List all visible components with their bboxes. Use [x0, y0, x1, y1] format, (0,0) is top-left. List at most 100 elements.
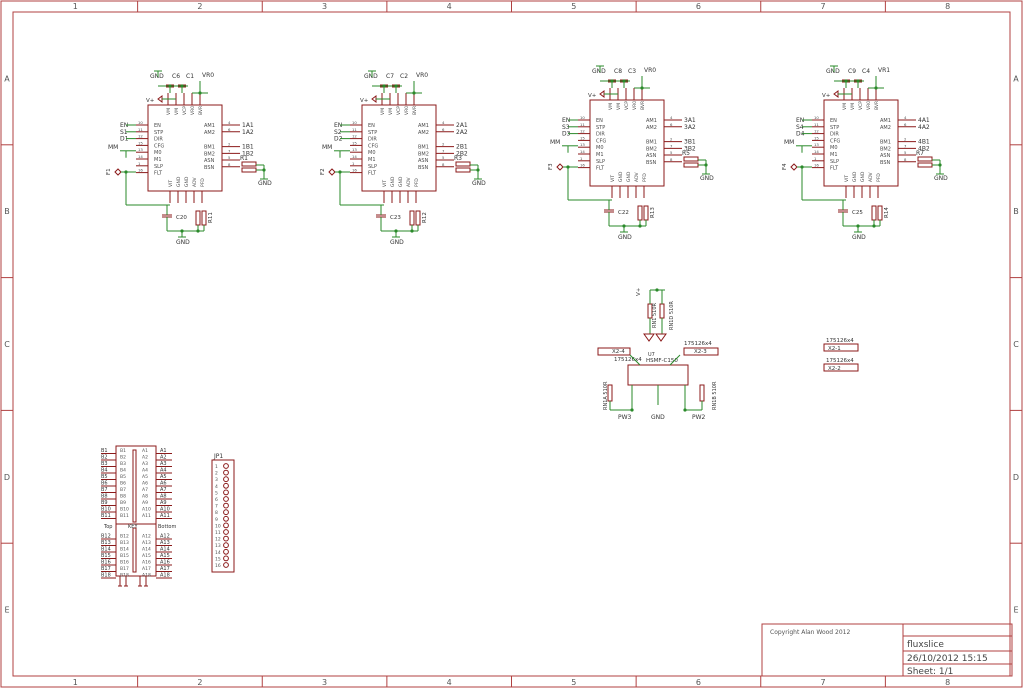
gnd-label: GND [390, 239, 404, 246]
column-label-top: 2 [197, 2, 202, 11]
row-label-left: A [4, 74, 10, 83]
input-net-label: D1 [120, 136, 129, 143]
pin-number: 4 [670, 115, 673, 120]
flag-symbol [328, 168, 336, 176]
input-net-label: EN [796, 117, 804, 124]
pin-label-left: M0 [830, 145, 838, 151]
gnd-label: GND [934, 175, 948, 182]
pin-label-right: ASN [880, 153, 891, 159]
pin-number: 4 [228, 120, 231, 125]
pin-label-right: BM1 [646, 140, 657, 146]
pin-label-right: BM1 [204, 145, 215, 151]
pin-label-left: EN [596, 118, 603, 124]
column-label-bottom: 5 [571, 678, 576, 687]
resistor-label: R14 [884, 207, 890, 218]
junction-dot [856, 79, 860, 83]
connector-symbol [823, 343, 859, 352]
copyright-text: Copyright Alan Wood 2012 [770, 629, 850, 636]
junction-dot [800, 165, 804, 169]
vr-label: VR1 [878, 67, 890, 74]
pin-label-top: BVR [198, 106, 204, 115]
resistor-symbol [917, 162, 933, 168]
pin-number: 14 [580, 149, 585, 154]
pin-number: 11 [352, 127, 357, 132]
pin-label-right: AM1 [880, 118, 891, 124]
pin-number: 10 [580, 115, 585, 120]
input-net-label: S1 [120, 129, 128, 136]
resistor-symbol [659, 303, 665, 319]
pin-number: 8 [228, 162, 231, 167]
gnd-label: GND [618, 234, 632, 241]
pin-label-top: BVR [874, 101, 880, 110]
column-label-bottom: 8 [945, 678, 950, 687]
input-net-label: S4 [796, 124, 804, 131]
sheet-number: Sheet: 1/1 [907, 667, 953, 677]
junction-dot [168, 84, 172, 88]
junction-dot [410, 229, 414, 233]
pin-number: 4 [904, 115, 907, 120]
edge-pin-left: B11 [101, 513, 111, 519]
header-label: JP1 [213, 453, 223, 460]
pin-label-bottom: ADV [192, 177, 198, 187]
output-net-label: 4A2 [918, 124, 930, 131]
resistor-label: RN1D 510R [669, 301, 675, 330]
edge-pin-inner: A2 [142, 455, 148, 461]
vplus-label: V+ [588, 93, 597, 99]
edge-pin-inner: B5 [120, 474, 126, 480]
edge-pin-inner: B3 [120, 461, 126, 467]
pin-number: 14 [352, 154, 357, 159]
pin-label-right: BM2 [418, 151, 429, 157]
gnd-label: GND [852, 234, 866, 241]
edge-pin-left: B6 [101, 481, 108, 487]
pin-label-top: VM [850, 103, 856, 110]
driver-block-1: EN10STP11DIR12CFG15M013M114SLP1FLT16AM14… [106, 70, 272, 246]
row-label-left: E [4, 606, 9, 615]
pin-number: 13 [580, 142, 585, 147]
edge-pin-inner: A7 [142, 487, 148, 493]
bottom-label: Bottom [158, 524, 176, 530]
pin-label-left: EN [154, 123, 161, 129]
output-net-label: 4B1 [918, 139, 930, 146]
pin-label-right: ASN [646, 153, 657, 159]
pin-label-bottom: ADV [634, 172, 640, 182]
pin-label-right: BSN [418, 165, 429, 171]
junction-dot [622, 224, 626, 228]
resistor-symbol [455, 167, 471, 173]
pin-label-bottom: VIT [844, 175, 850, 182]
edge-pin-inner: B15 [120, 553, 129, 559]
connector-label: X2-1 [828, 346, 841, 352]
pin-label-right: ASN [418, 158, 429, 164]
junction-dot [196, 229, 200, 233]
capacitor-label: C1 [186, 73, 194, 80]
pin-label-left: FLT [596, 166, 605, 172]
header-pin [223, 562, 229, 568]
junction-dot [394, 229, 398, 233]
vplus-label: V+ [636, 287, 642, 296]
gnd-symbol-label: GND [592, 68, 606, 75]
output-net-label: 2B1 [456, 144, 468, 151]
edge-pin-inner: B17 [120, 566, 129, 572]
pin-label-top: VR0 [190, 106, 196, 115]
edge-pin-inner: A9 [142, 500, 148, 506]
column-label-bottom: 1 [73, 678, 78, 687]
pin-label-bottom: ADV [868, 172, 874, 182]
pin-number: 8 [442, 162, 445, 167]
column-label-bottom: 6 [696, 678, 701, 687]
part-number: HSMF-C150 [646, 358, 678, 364]
edge-pin-right: A9 [160, 500, 167, 506]
edge-pin-inner: A11 [142, 513, 151, 519]
project-name: fluxslice [907, 640, 944, 650]
edge-pin-inner: B9 [120, 500, 126, 506]
resistor-label: R7 [916, 150, 924, 157]
driver-ic-body [589, 99, 665, 187]
capacitor-symbol [162, 214, 172, 218]
resistor-symbol [241, 167, 257, 173]
pin-number: 2 [670, 137, 673, 142]
pin-label-left: DIR [830, 132, 839, 138]
output-net-label: 3A1 [684, 117, 696, 124]
edge-slot [132, 527, 137, 573]
header-pin-number: 7 [215, 504, 218, 510]
input-net-label: EN [562, 117, 570, 124]
pin-label-right: BM2 [646, 146, 657, 152]
header-pin-number: 13 [215, 543, 221, 549]
